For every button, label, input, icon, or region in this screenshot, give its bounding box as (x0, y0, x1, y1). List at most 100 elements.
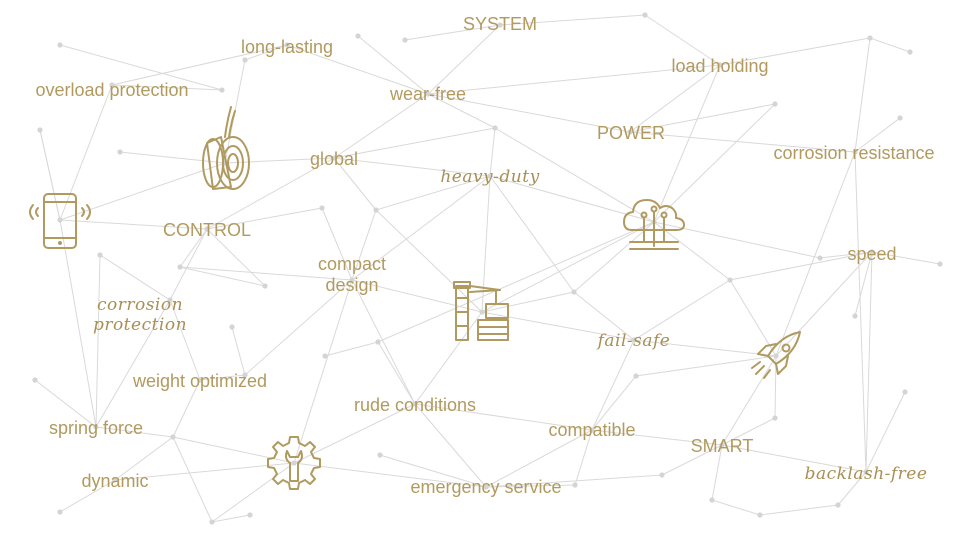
network-edge (635, 355, 777, 377)
network-edge (427, 93, 496, 129)
network-node-dot (719, 442, 725, 448)
network-node-dot (659, 472, 665, 478)
network-edge (95, 254, 101, 428)
term-load-holding: load holding (671, 56, 768, 76)
network-node-dot (57, 509, 63, 515)
network-node-dot (349, 277, 355, 283)
network-node-dot (109, 82, 115, 88)
network-node-dot (425, 91, 431, 97)
network-node-dot (571, 289, 577, 295)
network-node-dot (57, 42, 63, 48)
network-edge (179, 228, 208, 268)
network-edge (286, 44, 429, 95)
network-node-dot (262, 283, 268, 289)
network-node-dot (167, 297, 173, 303)
network-node-dot (572, 482, 578, 488)
smartphone-icon (29, 193, 91, 249)
term-control: CONTROL (163, 220, 251, 240)
network-edge (729, 279, 777, 357)
network-edge (775, 151, 856, 357)
network-node-dot (487, 173, 493, 179)
network-edge (114, 436, 174, 481)
network-edge (629, 64, 721, 133)
network-node-dot (835, 502, 841, 508)
term-design: design (325, 275, 378, 295)
network-edge (95, 426, 174, 438)
network-edge (661, 444, 723, 476)
network-edge (375, 209, 483, 313)
network-node-dot (773, 353, 779, 359)
network-edge (591, 375, 637, 431)
network-edge (427, 24, 501, 95)
network-edge (375, 175, 491, 211)
network-node-dot (492, 125, 498, 131)
network-node-dot (284, 42, 290, 48)
network-edge (321, 207, 353, 281)
network-edge (775, 251, 873, 357)
network-edge (481, 291, 575, 313)
network-edge (293, 279, 353, 464)
network-node-dot (631, 337, 637, 343)
network-node-dot (219, 87, 225, 93)
network-edge (574, 429, 593, 486)
term-spring-force: spring force (49, 418, 143, 438)
term-speed: speed (847, 244, 896, 264)
network-node-dot (32, 377, 38, 383)
network-edge (333, 157, 377, 211)
network-node-dot (117, 149, 123, 155)
term-dynamic: dynamic (81, 471, 148, 491)
term-long-lasting: long-lasting (241, 37, 333, 57)
network-edge (111, 84, 223, 91)
network-edge (819, 251, 873, 259)
term-power: POWER (597, 123, 665, 143)
network-node-dot (863, 469, 869, 475)
term-fail-safe: fail-safe (596, 331, 671, 351)
network-edge (629, 131, 856, 153)
rocket-icon (751, 331, 801, 379)
network-edge (404, 24, 501, 41)
network-edge (711, 444, 723, 501)
network-node-dot (377, 452, 383, 458)
network-edge (59, 219, 208, 230)
network-edge (293, 403, 416, 464)
network-edge (59, 162, 226, 221)
network-edge (489, 175, 575, 293)
network-node-dot (897, 115, 903, 121)
term-system: SYSTEM (463, 14, 537, 34)
network-edge (231, 326, 246, 376)
network-edge (591, 339, 635, 431)
network-node-dot (902, 389, 908, 395)
network-node-dot (229, 324, 235, 330)
network-node-dot (242, 372, 248, 378)
term-wear-free: wear-free (389, 84, 466, 104)
network-edge (629, 103, 776, 133)
network-edge (494, 127, 655, 223)
term-rude-conditions: rude conditions (354, 395, 476, 415)
network-node-dot (242, 57, 248, 63)
network-edge (711, 499, 761, 516)
network-edge (427, 93, 631, 133)
term-compact: compact (318, 254, 386, 274)
network-edge (729, 251, 873, 281)
gear-wrench-icon (267, 436, 321, 490)
network-edge (633, 339, 777, 357)
network-edge (485, 429, 593, 488)
network-edge (206, 157, 335, 230)
network-node-dot (57, 217, 63, 223)
network-edge (333, 93, 429, 159)
network-edge (854, 117, 901, 153)
network-edge (865, 391, 906, 473)
term-corrosion-resistance: corrosion resistance (773, 143, 934, 163)
network-edge (244, 44, 288, 61)
network-edge (653, 221, 731, 281)
brake-coupling-icon (202, 106, 250, 190)
network-node-dot (247, 512, 253, 518)
network-edge (59, 479, 116, 513)
network-node-dot (772, 415, 778, 421)
network-edge (39, 129, 61, 221)
network-node-dot (709, 497, 715, 503)
network-node-dot (375, 339, 381, 345)
network-edge (59, 44, 223, 91)
